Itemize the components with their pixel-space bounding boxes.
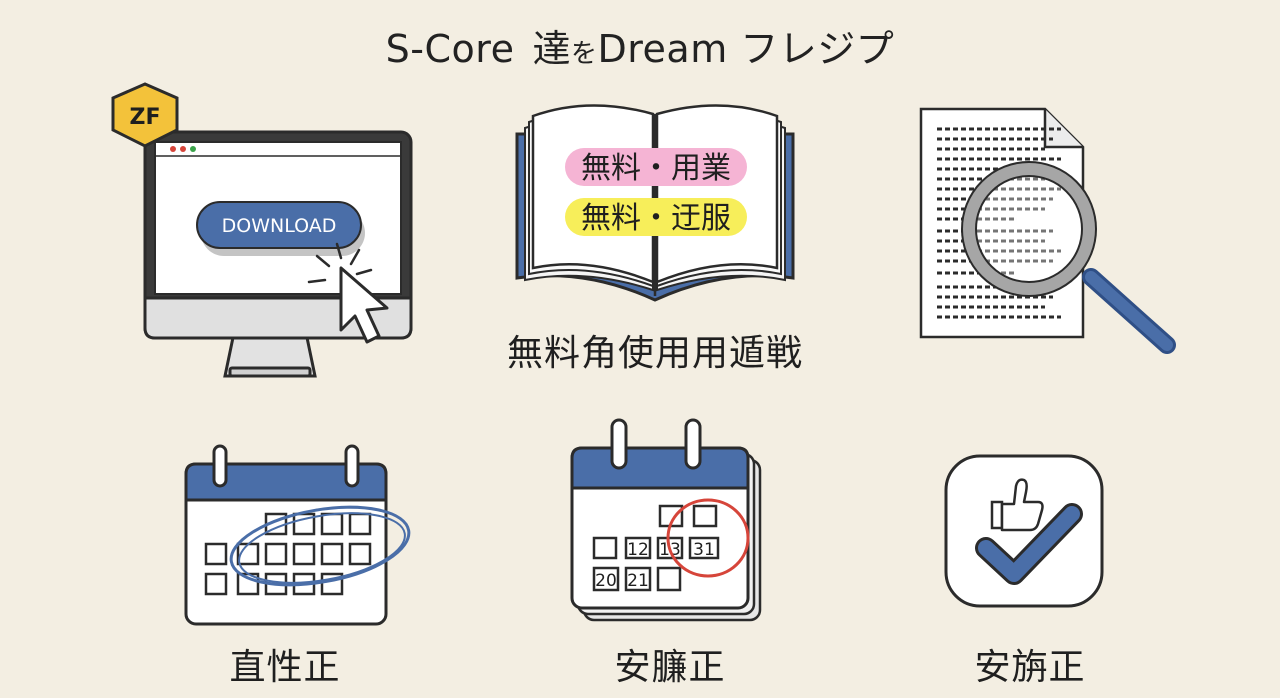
calendar-day-cell: [348, 512, 372, 536]
download-button-label: DOWNLOAD: [222, 215, 337, 237]
date-highlight-circle: [666, 498, 750, 578]
date-cell: [624, 536, 652, 560]
book-left-page: [531, 104, 655, 284]
calendar-illustration-2: 12 13 31 20 21: [570, 418, 762, 622]
calendar-day-cell: [292, 512, 316, 536]
calendar-header: [184, 462, 388, 502]
title-part-2: 達: [532, 27, 571, 71]
document-panel: [915, 105, 1185, 365]
date-label: 31: [693, 540, 715, 560]
document-search-illustration: [919, 107, 1176, 354]
calendar-day-cell: [320, 542, 344, 566]
calendar-day-cell: [204, 572, 228, 596]
calendar-panel-1: 直性正: [180, 440, 420, 690]
monitor-illustration: ZF DOWNLOAD: [111, 82, 413, 378]
date-label: 12: [627, 540, 649, 560]
calendar-caption-2: 安臁正: [614, 647, 726, 688]
book-panel: 無料・用業 無料・迂服 無料角使用用遁戦: [505, 100, 805, 400]
book-caption: 無料角使用用遁戦: [506, 333, 803, 374]
page-title: S-Core 達をDream フレジプ: [0, 18, 1280, 73]
calendar-day-cell: [264, 542, 288, 566]
calendar-ring-icon: [610, 418, 628, 470]
cursor-arrow-icon: [339, 266, 389, 344]
approval-caption: 安旃正: [974, 647, 1086, 688]
approval-panel: 安旃正: [930, 450, 1130, 690]
calendar-header: [570, 446, 750, 490]
yellow-highlight-text: 無料・迂服: [581, 201, 731, 236]
title-part-3: を: [570, 39, 598, 69]
open-book-illustration: 無料・用業 無料・迂服: [515, 104, 795, 302]
title-part-4: Dream フレジプ: [597, 27, 895, 71]
calendar-caption-1: 直性正: [229, 647, 341, 688]
zf-badge-label: ZF: [130, 105, 161, 130]
calendar-day-cell: [204, 542, 228, 566]
date-label: 20: [595, 571, 617, 591]
calendar-day-cell: [320, 512, 344, 536]
date-label: 21: [627, 571, 649, 591]
yellow-highlight: [565, 198, 747, 236]
date-cell: [624, 566, 652, 592]
pink-highlight: [565, 148, 747, 186]
thumbs-up-icon: [990, 478, 1044, 532]
download-panel: ZF DOWNLOAD: [105, 80, 435, 380]
calendar-day-cell: [292, 542, 316, 566]
calendar-day-cell: [348, 542, 372, 566]
pink-highlight-text: 無料・用業: [581, 151, 731, 186]
date-cell: [688, 536, 720, 560]
zf-badge-icon: [111, 82, 179, 148]
title-part-1: S-Core: [385, 27, 515, 71]
download-button[interactable]: [196, 201, 362, 249]
selection-oval: [229, 505, 411, 587]
book-right-page: [655, 104, 779, 284]
window-close-dot: [170, 146, 176, 152]
calendar-panel-2: 12 13 31 20 21 安臁正: [570, 416, 790, 696]
magnifier-icon: [962, 162, 1096, 296]
click-spark-icon: [307, 242, 373, 284]
date-cell: [592, 566, 620, 592]
calendar-illustration-1: [184, 444, 411, 626]
approval-illustration: [944, 454, 1104, 608]
calendar-ring-icon: [212, 444, 228, 488]
